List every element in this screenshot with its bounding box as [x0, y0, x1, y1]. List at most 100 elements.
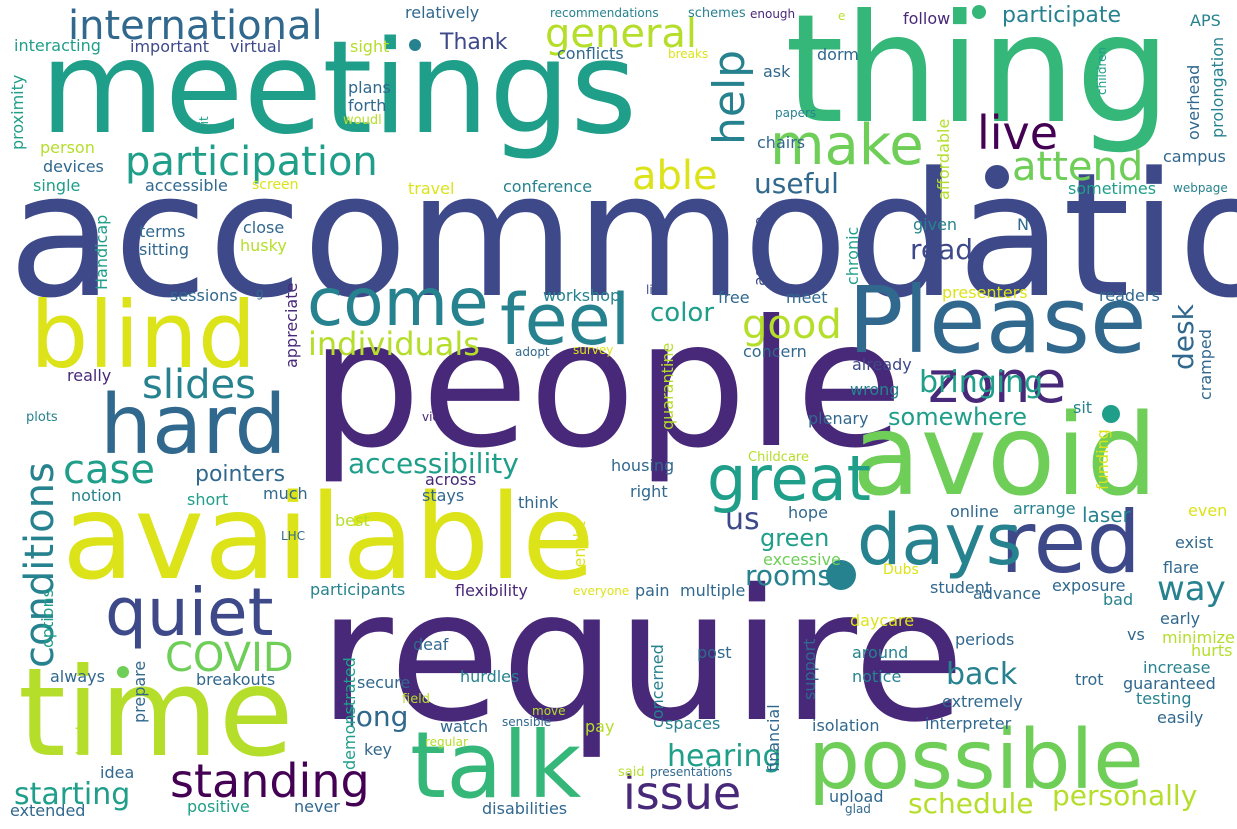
word-conference: conference: [503, 177, 593, 196]
word-person: person: [40, 138, 95, 157]
word-stays: stays: [422, 486, 465, 505]
word-campus: campus: [1163, 147, 1226, 166]
word-us: us: [725, 502, 760, 537]
word-given: given: [913, 215, 958, 234]
word-pay: pay: [585, 717, 615, 736]
word-thing: thing: [785, 0, 1171, 157]
word-workshop: workshop: [543, 286, 621, 305]
word-easily: easily: [1157, 708, 1204, 727]
word-support: support: [800, 638, 819, 700]
word-testing: testing: [1136, 689, 1192, 708]
word-international: international: [68, 3, 323, 49]
word-right: right: [630, 482, 668, 501]
word-early: early: [1160, 609, 1201, 628]
word-woudl: woudl: [343, 113, 382, 128]
word-plots: plots: [26, 410, 58, 425]
word-adopt: adopt: [515, 345, 550, 359]
word-sitting: sitting: [139, 240, 190, 259]
word-please: Please: [848, 267, 1147, 374]
word-options: options: [38, 589, 57, 648]
word-avoid: avoid: [852, 391, 1158, 521]
word-excessive: excessive: [763, 550, 841, 569]
word-time: time: [18, 642, 294, 784]
word-standing: standing: [170, 754, 370, 808]
word-advance: advance: [973, 584, 1042, 603]
word-quiet: quiet: [105, 574, 274, 651]
word-follow: follow: [903, 9, 951, 28]
word-sometimes: sometimes: [1068, 179, 1157, 198]
word-breakouts: breakouts: [196, 670, 276, 689]
word-people: people: [310, 284, 904, 487]
word-guaranteed: guaranteed: [1123, 674, 1216, 693]
word-overhead: overhead: [1184, 64, 1203, 140]
word-flare: flare: [1163, 558, 1199, 577]
word-chairs: chairs: [757, 133, 806, 152]
word-way: way: [1157, 569, 1226, 609]
word-lenght: lenght: [570, 521, 589, 572]
word-possible: possible: [808, 713, 1144, 808]
word-terms: terms: [139, 222, 186, 241]
word-prolongation: prolongation: [1208, 36, 1227, 138]
word-personally: personally: [1052, 779, 1198, 812]
word-great: great: [707, 442, 871, 515]
word-devices: devices: [43, 157, 104, 176]
word-relatively: relatively: [405, 3, 480, 22]
word-concerned: concerned: [648, 644, 667, 728]
word-concern: concern: [743, 342, 807, 361]
word-extremely: extremely: [942, 692, 1023, 711]
word-schedule: schedule: [908, 787, 1034, 820]
word-regular: regular: [425, 735, 468, 749]
word-starting: starting: [14, 777, 131, 812]
word-accessible: accessible: [145, 176, 228, 195]
word-long: long: [348, 700, 409, 733]
word-glad: glad: [845, 802, 871, 816]
word-everyone: everyone: [573, 584, 630, 598]
word-pointers: pointers: [195, 462, 286, 487]
word-dubs: Dubs: [883, 562, 919, 578]
word-g: g: [256, 286, 264, 300]
decorative-dot: [409, 39, 421, 51]
word-appreciate: appreciate: [282, 282, 301, 368]
word-single: single: [33, 176, 81, 195]
word-desk: desk: [1167, 304, 1200, 370]
word-trot: trot: [1075, 670, 1104, 689]
word-plans: plans: [348, 78, 391, 97]
word-thank: Thank: [440, 30, 508, 55]
decorative-dot: [826, 560, 856, 590]
word-close: close: [243, 218, 285, 237]
word-increase: increase: [1143, 658, 1211, 677]
word-accommodation: accommodation: [8, 135, 1237, 336]
word-available: available: [62, 468, 595, 606]
word-post: post: [697, 643, 732, 662]
word-dorm: dorm: [817, 45, 859, 64]
word-readers: readers: [1099, 286, 1160, 305]
word-isolation: isolation: [812, 716, 880, 735]
word-wrong: wrong: [850, 380, 900, 399]
word-webpage: webpage: [1173, 181, 1228, 195]
word-multiple: multiple: [680, 581, 746, 600]
word-covid: COVID: [165, 635, 294, 681]
word-list: list: [646, 283, 664, 297]
word-view: view: [422, 410, 450, 424]
word-daycare: daycare: [850, 611, 915, 630]
decorative-dot: [1102, 405, 1120, 423]
word-field: field: [402, 692, 431, 707]
word-flexibility: flexibility: [455, 581, 528, 600]
word-forth: forth: [348, 96, 387, 115]
word-across: across: [425, 470, 477, 489]
word-feel: feel: [500, 279, 631, 361]
word-hard: hard: [100, 378, 287, 473]
word-assistive: assistive: [750, 216, 769, 286]
word-vs: vs: [1127, 625, 1145, 644]
word-zone: zone: [928, 348, 1067, 416]
word-childcare: Childcare: [748, 450, 809, 465]
word-come: come: [307, 264, 489, 341]
word-help: help: [704, 49, 755, 145]
word-blind: blind: [30, 282, 257, 389]
word-interpreter: interpreter: [925, 714, 1012, 733]
word-good: good: [742, 302, 842, 348]
word-able: able: [632, 153, 718, 199]
word-short: short: [187, 490, 229, 509]
word-useful: useful: [754, 167, 839, 200]
word-prepare: prepare: [130, 660, 149, 723]
